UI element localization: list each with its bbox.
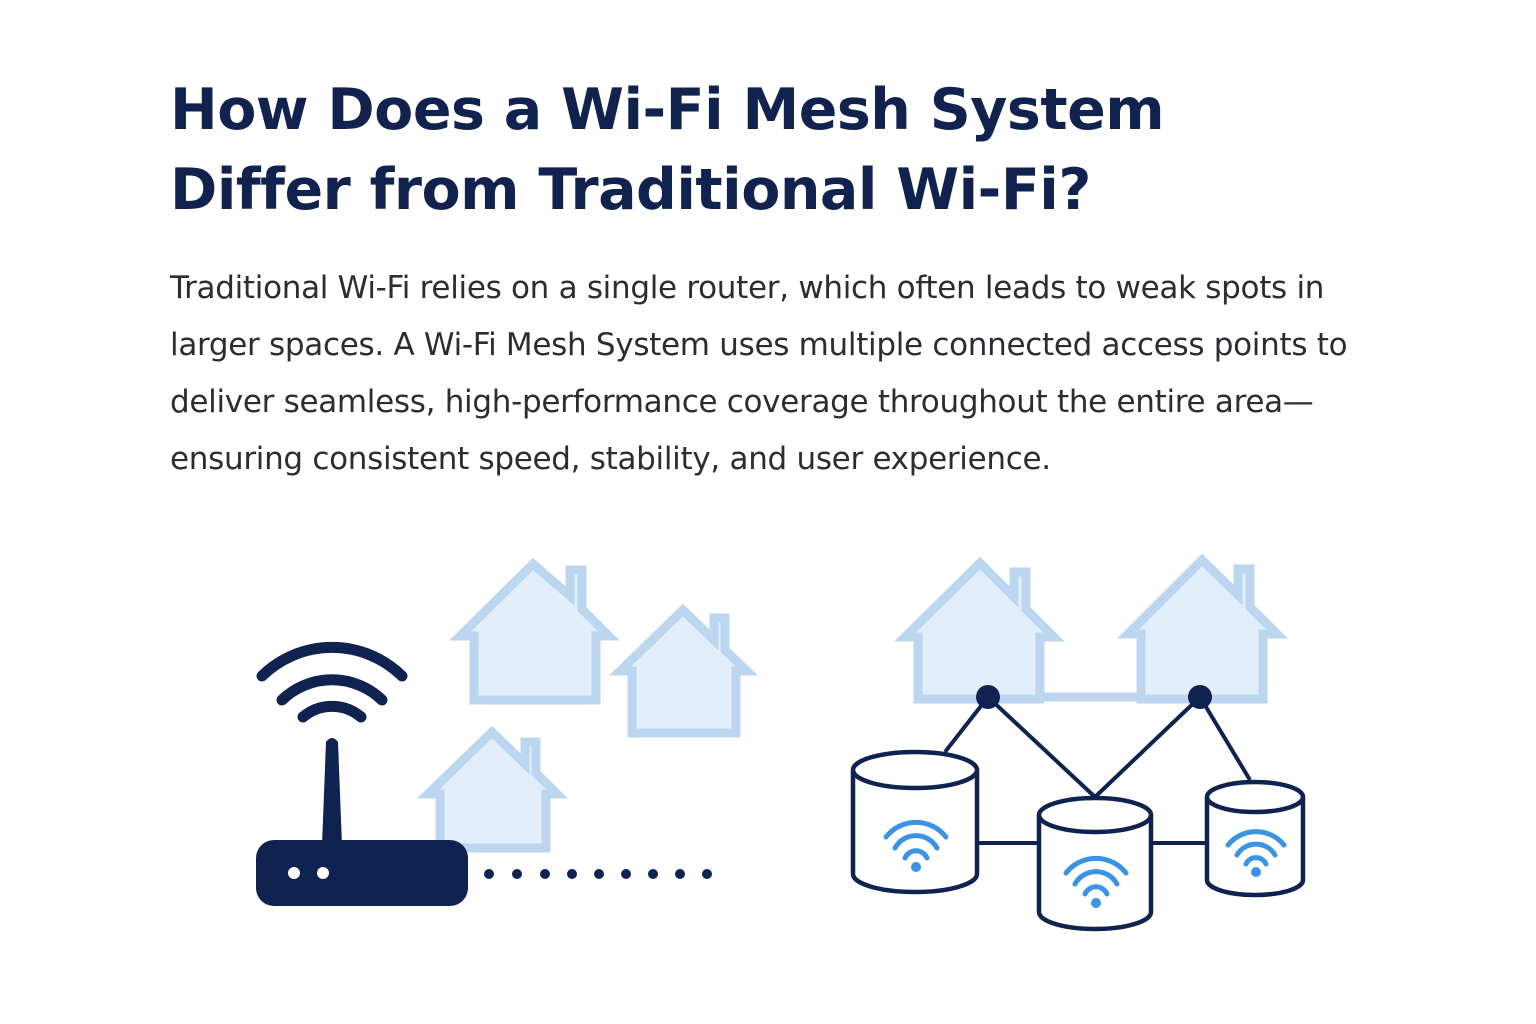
wifi-icon: [1063, 855, 1129, 897]
wifi-icon: [883, 819, 949, 861]
house-icon: [1117, 553, 1288, 704]
mesh-node-icon: [1036, 795, 1154, 932]
mesh-links: [943, 695, 1252, 845]
wifi-icon: [1225, 829, 1287, 867]
page-title: How Does a Wi-Fi Mesh System Differ from…: [170, 70, 1390, 230]
house-icon: [608, 603, 759, 738]
mesh-node-icon: [850, 749, 980, 895]
mesh-junction: [976, 685, 1212, 709]
house-icon: [894, 556, 1065, 704]
intro-paragraph: Traditional Wi-Fi relies on a single rou…: [170, 270, 1348, 477]
mesh-node-icon: [1204, 779, 1306, 898]
title-line-1: How Does a Wi-Fi Mesh System: [170, 77, 1165, 143]
router-icon: [256, 738, 468, 906]
wifi-signal-icon: [256, 641, 408, 723]
house-icon: [449, 557, 620, 705]
house-icon: [416, 725, 568, 853]
dotted-line: [484, 869, 712, 879]
title-line-2: Differ from Traditional Wi-Fi?: [170, 157, 1091, 223]
